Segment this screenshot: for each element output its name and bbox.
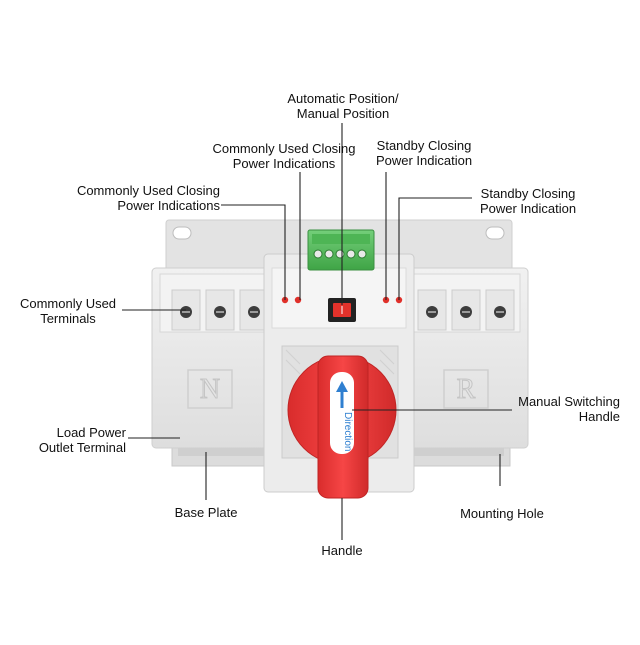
module-letter-n: N (200, 374, 220, 405)
label-line: Automatic Position/ (287, 91, 399, 106)
terminal-screws-right (417, 289, 515, 331)
label-line: Commonly Used Closing (212, 141, 356, 156)
label-load-power: Load Power Outlet Terminal (14, 425, 126, 455)
label-mounting-hole: Mounting Hole (450, 506, 554, 521)
label-line: Manual Switching (518, 394, 620, 409)
label-line: Outlet Terminal (38, 440, 126, 455)
direction-arrow-icon (336, 381, 348, 408)
label-line: Manual Position (296, 106, 390, 121)
label-line: Power Indications (117, 198, 220, 213)
leader-lines (122, 123, 512, 540)
module-letter-r: R (457, 374, 476, 405)
label-line: Mounting Hole (460, 506, 544, 521)
label-auto-manual: Automatic Position/ Manual Position (268, 91, 418, 121)
label-common-closing-upper: Commonly Used Closing Power Indications (204, 141, 364, 171)
letter-frame (443, 369, 489, 409)
label-line: Power Indications (232, 156, 336, 171)
label-line: Base Plate (174, 505, 238, 520)
label-line: Commonly Used Closing (76, 183, 220, 198)
label-line: Power Indication (375, 153, 473, 168)
rotary-handle: Direction (287, 355, 397, 499)
left-module: N (151, 267, 269, 449)
label-line: Load Power (56, 425, 126, 440)
letter-frame (187, 369, 233, 409)
label-line: Handle (321, 543, 363, 558)
handle-direction-text: Direction (342, 412, 353, 451)
label-line: Commonly Used (19, 296, 117, 311)
mounting-hole-icon (485, 226, 505, 240)
label-manual-switching: Manual Switching Handle (496, 394, 620, 424)
label-handle: Handle (306, 543, 378, 558)
label-line: Power Indication (479, 201, 577, 216)
label-common-terminals: Commonly Used Terminals (12, 296, 124, 326)
label-base-plate: Base Plate (166, 505, 246, 520)
terminal-screws-left (171, 289, 269, 331)
label-line: Standby Closing (376, 138, 472, 153)
label-common-closing-lower: Commonly Used Closing Power Indications (70, 183, 220, 213)
handle-face (330, 372, 354, 454)
label-standby-closing-lower: Standby Closing Power Indication (470, 186, 586, 216)
label-line: Standby Closing (480, 186, 576, 201)
label-standby-closing-upper: Standby Closing Power Indication (366, 138, 482, 168)
label-line: Handle (578, 409, 620, 424)
label-line: Terminals (40, 311, 96, 326)
terminal-block-icon (307, 229, 375, 271)
mounting-hole-icon (172, 226, 192, 240)
